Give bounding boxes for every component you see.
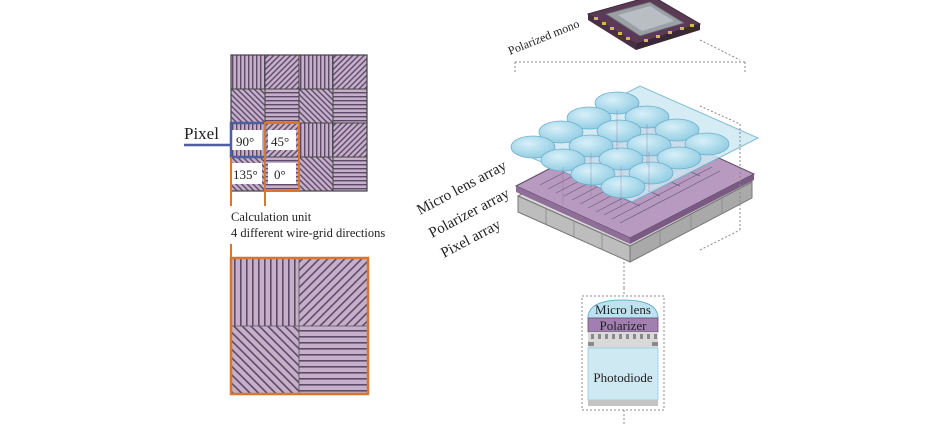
grid-cell (265, 55, 299, 89)
grid-cell (299, 89, 333, 123)
label-box-135 (232, 163, 262, 184)
pixel-cross-section (581, 295, 665, 411)
calc-unit-highlight (264, 122, 300, 192)
cs-polarizer-label: Polarizer (600, 318, 648, 333)
angle-0-label: 0° (274, 167, 286, 182)
label-box-90 (232, 130, 262, 150)
angle-90-label: 90° (236, 134, 254, 149)
grid-cell (231, 55, 265, 89)
grid-cell (265, 89, 299, 123)
polarizer-grid: 90° 45° 135° 0° (229, 54, 368, 206)
grid-cell (333, 89, 367, 123)
grid-cell (299, 123, 333, 157)
grid-cell (333, 157, 367, 191)
grid-cell (299, 157, 333, 191)
grid-cell (333, 55, 367, 89)
angle-135-label: 135° (233, 167, 258, 182)
sensor-label: Polarized mono (506, 16, 581, 57)
pixel-label: Pixel (184, 124, 219, 143)
sensor-chip (586, 0, 702, 50)
chip-bracket (514, 39, 746, 72)
angle-45-label: 45° (271, 134, 289, 149)
grid-cell (299, 55, 333, 89)
enlarged-calc-unit (229, 256, 370, 396)
cs-photodiode-label: Photodiode (593, 370, 652, 385)
label-box-0 (268, 163, 296, 184)
calc-unit-caption-2: 4 different wire-grid directions (231, 226, 385, 240)
label-box-45 (268, 130, 296, 150)
grid-cell (231, 89, 265, 123)
grid-cell (333, 123, 367, 157)
cs-micro-lens-label: Micro lens (595, 302, 651, 317)
layered-array (510, 85, 760, 296)
calc-unit-caption-1: Calculation unit (231, 210, 312, 224)
